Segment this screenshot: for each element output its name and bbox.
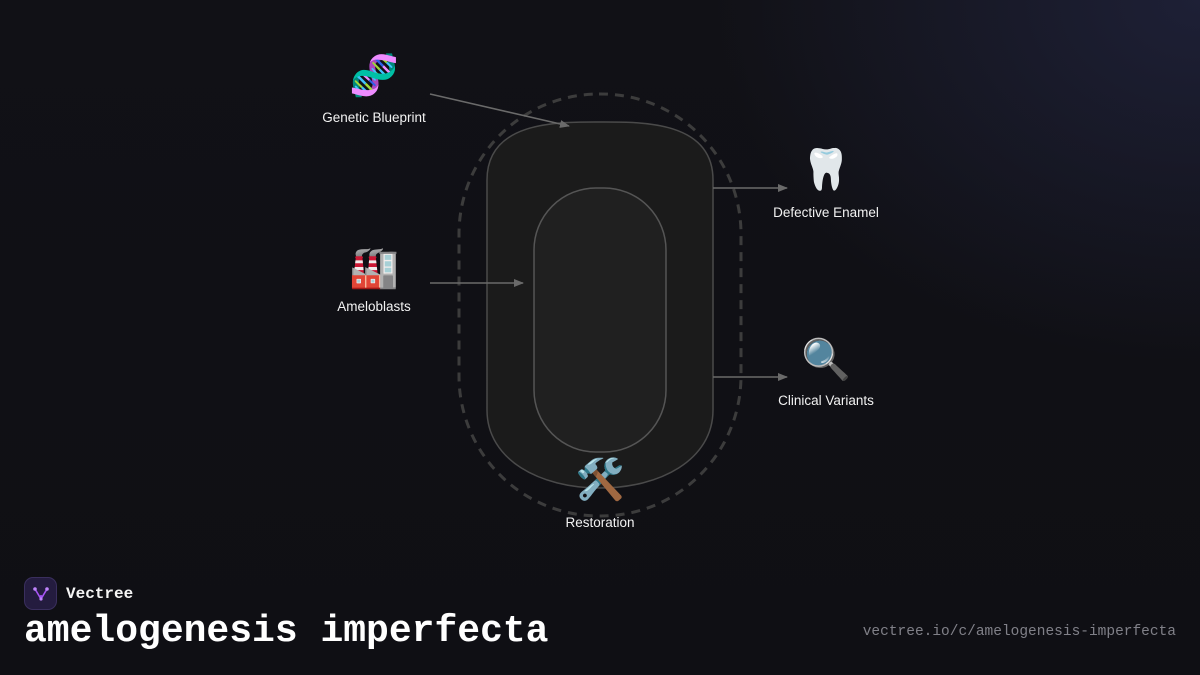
hammer-and-wrench-icon: 🛠️ (575, 457, 625, 503)
vectree-logo-icon (24, 577, 57, 610)
node-label-clinical-variants: Clinical Variants (778, 393, 874, 408)
page-title: amelogenesis imperfecta (24, 610, 549, 653)
node-label-defective-enamel: Defective Enamel (773, 205, 879, 220)
outer-dashed-boundary (457, 92, 743, 518)
source-url[interactable]: vectree.io/c/amelogenesis-imperfecta (862, 624, 1176, 640)
dna-icon: 🧬 (349, 53, 399, 99)
inner-capsule (533, 187, 667, 453)
factory-icon: 🏭 (349, 245, 399, 291)
node-label-genetic-blueprint: Genetic Blueprint (322, 110, 426, 125)
brand: Vectree (24, 577, 133, 610)
node-label-ameloblasts: Ameloblasts (337, 299, 411, 314)
edge-genetic-blueprint-to-capsule (429, 93, 570, 128)
tooth-icon: 🦷 (801, 147, 851, 193)
node-label-restoration: Restoration (565, 515, 635, 530)
brand-name: Vectree (66, 584, 134, 603)
magnifying-glass-icon: 🔍 (801, 337, 851, 383)
